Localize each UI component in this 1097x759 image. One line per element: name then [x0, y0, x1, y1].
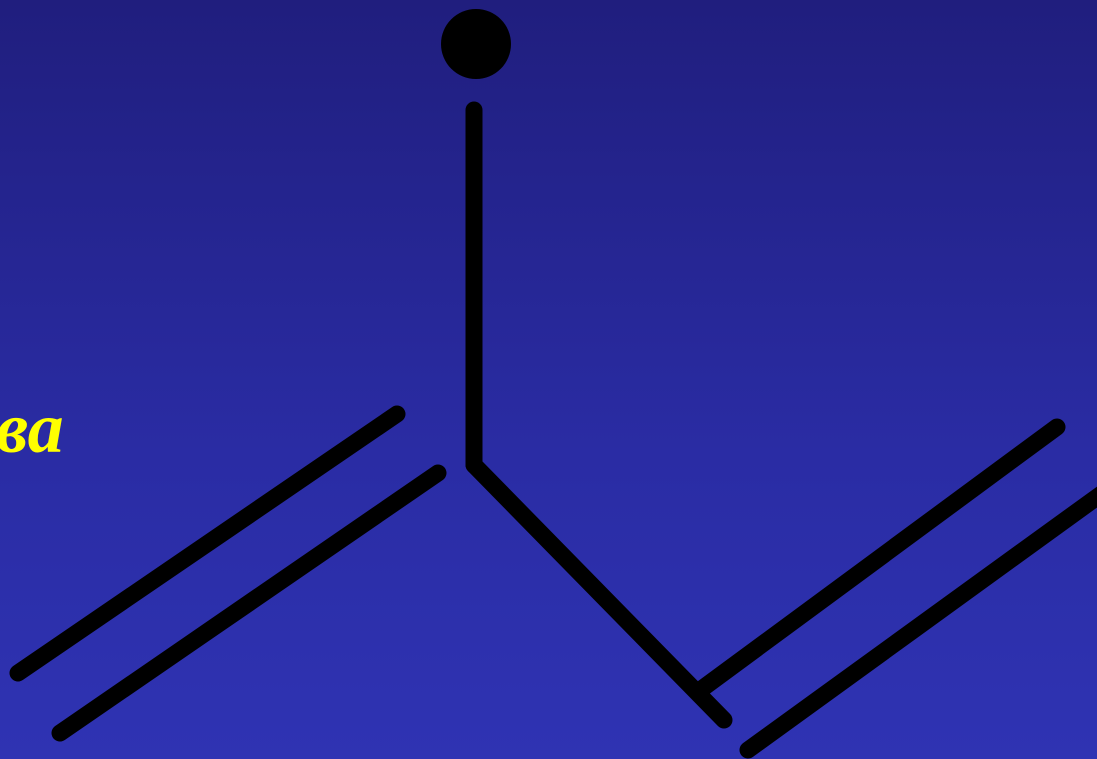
left-double-bond: [9, 405, 447, 742]
atom-marker-dot: [441, 9, 511, 79]
right-double-bond: [694, 418, 1097, 759]
left-double-bond-line-upper: [9, 405, 406, 682]
left-double-bond-line-lower: [51, 464, 447, 742]
right-double-bond-line-lower: [739, 486, 1097, 759]
right-double-bond-line-upper: [694, 418, 1066, 697]
center-diagonal-bond: [465, 456, 733, 729]
partial-title-text: ова: [0, 388, 64, 468]
